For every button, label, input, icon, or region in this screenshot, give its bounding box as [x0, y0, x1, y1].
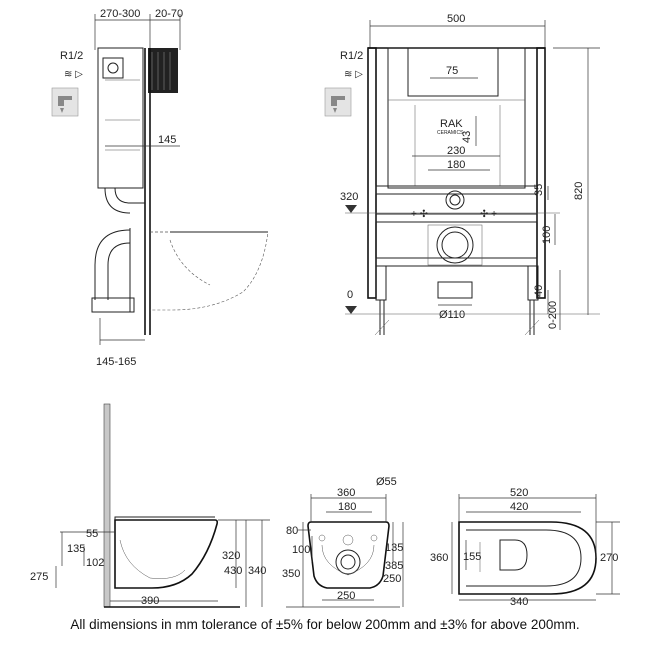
dim-bolt-outer: 230 [447, 145, 465, 157]
rak-logo-text: RAK [440, 118, 463, 130]
pan-top-dim-340: 340 [510, 596, 528, 608]
pan-side-dim-275: 275 [30, 571, 48, 583]
water-wave-icon: ≋ ▷ [64, 69, 83, 80]
pan-side-view: 55 135 102 275 320 430 340 390 [30, 403, 270, 608]
dim-pan-projection: 145-165 [96, 356, 136, 368]
dim-foot-adjust: 0-200 [547, 301, 559, 329]
pan-rear-dim-180: 180 [338, 501, 356, 513]
dim-depth-range: 20-70 [155, 8, 183, 20]
dim-connection-height: 320 [340, 191, 358, 203]
pan-top-view: 520 420 360 155 270 340 [430, 487, 620, 608]
dim-pipe-diameter: Ø110 [439, 309, 465, 321]
dim-floor-level: 0 [347, 289, 353, 301]
pan-top-dim-520: 520 [510, 487, 528, 499]
dim-outlet-offset: 35 [533, 184, 545, 196]
front-tap-icon [324, 87, 352, 117]
pan-rear-dim-250-side: 250 [383, 573, 401, 585]
pan-rear-dim-135: 135 [385, 542, 403, 554]
pan-side-dim-135: 135 [67, 543, 85, 555]
pan-side-dim-340: 340 [248, 565, 266, 577]
front-supply-label: R1/2 [340, 50, 363, 62]
level-marker-icon [345, 205, 357, 213]
bolt-marker-icon: + ✣ [411, 209, 428, 220]
pan-top-dim-420: 420 [510, 501, 528, 513]
pan-side-dim-320: 320 [222, 550, 240, 562]
pan-rear-dim-80: 80 [286, 525, 298, 537]
pan-rear-dim-55: Ø55 [376, 476, 397, 488]
pan-top-dim-155: 155 [463, 551, 481, 563]
pan-side-dim-102: 102 [86, 557, 104, 569]
dim-plate-offset: 43 [461, 131, 473, 143]
frame-side-view: 270-300 20-70 R1/2 ≋ ▷ 145 [51, 8, 269, 368]
pan-rear-dim-100: 100 [292, 544, 310, 556]
pan-top-dim-270: 270 [600, 552, 618, 564]
pan-side-dim-430: 430 [224, 565, 242, 577]
pan-rear-dim-360: 360 [337, 487, 355, 499]
dim-bolt-inner: 180 [447, 159, 465, 171]
supply-label: R1/2 [60, 50, 83, 62]
floor-marker-icon [345, 306, 357, 314]
pan-rear-dim-385: 385 [385, 560, 403, 572]
pan-rear-dim-350: 350 [282, 568, 300, 580]
dim-outlet-height: 145 [158, 134, 176, 146]
pan-side-dim-390: 390 [141, 595, 159, 607]
dim-frame-height: 820 [573, 182, 585, 200]
dim-foot-height: 40 [533, 285, 545, 297]
tap-icon [51, 87, 79, 117]
pan-top-dim-360: 360 [430, 552, 448, 564]
tolerance-note: All dimensions in mm tolerance of ±5% fo… [70, 617, 580, 632]
pan-side-dim-55: 55 [86, 528, 98, 540]
dim-width-range: 270-300 [100, 8, 140, 20]
frame-front-view: 500 R1/2 ≋ ▷ 75 RAK CERAMICS 43 230 180 [324, 13, 600, 336]
rak-logo-subtext: CERAMICS [437, 130, 464, 136]
bolt-marker-icon: ✣ + [480, 209, 497, 220]
dim-frame-width: 500 [447, 13, 465, 25]
pan-rear-dim-250-bottom: 250 [337, 590, 355, 602]
dim-outlet-spacing: 100 [541, 226, 553, 244]
front-water-wave-icon: ≋ ▷ [344, 69, 363, 80]
pan-rear-view: 360 Ø55 180 80 100 350 135 385 250 250 [282, 476, 403, 608]
dim-plate-width: 75 [446, 65, 458, 77]
